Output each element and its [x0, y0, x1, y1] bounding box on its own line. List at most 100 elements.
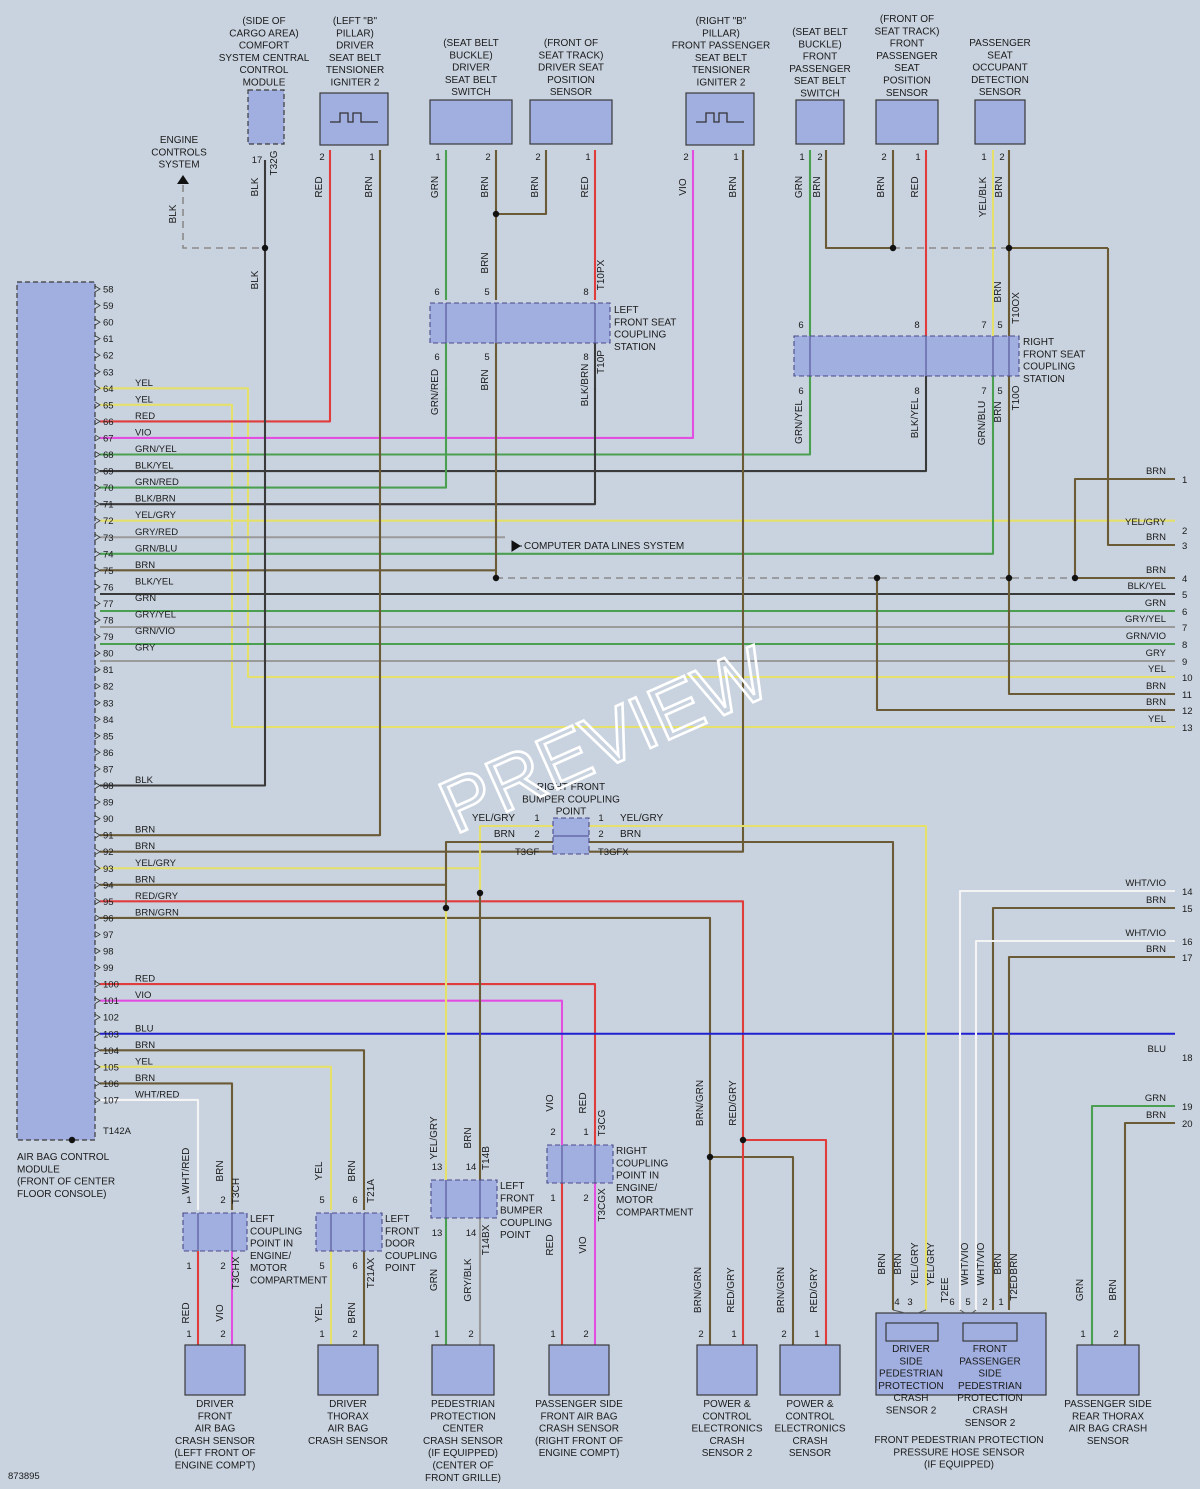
wire-color-label: YEL/GRY	[429, 1116, 440, 1159]
wire-105	[100, 1065, 333, 1210]
pin-number: 91	[103, 831, 114, 842]
pedestrian-center-crash-sensor-label: PROTECTION	[430, 1411, 496, 1422]
wire-color-label: YEL/GRY	[135, 858, 177, 869]
comfort-module-label: MODULE	[243, 78, 286, 89]
passenger-rear-thorax-crash-sensor	[1076, 1344, 1140, 1396]
terminal-number: 7	[1182, 623, 1187, 634]
engine-controls-dashed	[182, 185, 265, 249]
connector-id: T3GFX	[598, 847, 629, 858]
wire	[824, 150, 893, 250]
driver-thorax-crash-sensor-label: THORAX	[327, 1411, 369, 1422]
left-front-bumper-coupling-point-label: POINT	[500, 1230, 531, 1241]
pin-chevron	[94, 583, 101, 591]
pin-number: 87	[103, 764, 114, 775]
pin-chevron	[94, 815, 101, 822]
wire-color-label: GRN/VIO	[1126, 631, 1166, 642]
wire-color-label: BLK	[135, 775, 154, 786]
terminal-number: 19	[1182, 1102, 1193, 1113]
pin-number: 2	[781, 1329, 786, 1340]
passenger-position-label: POSITION	[883, 76, 931, 87]
driver-thorax-crash-sensor-label: AIR BAG	[328, 1424, 369, 1435]
wire-color-label: BRN	[135, 874, 155, 885]
left-engine-coupling-point	[182, 1212, 248, 1252]
pin-number: 5	[484, 352, 489, 363]
passenger-side-sub-label: PROTECTION	[957, 1393, 1023, 1404]
wire-color-label: GRY	[135, 643, 156, 654]
left-front-bumper-coupling-point-label: BUMPER	[500, 1206, 543, 1217]
wire	[1123, 1121, 1175, 1345]
pin-number: 83	[103, 698, 114, 709]
pin-chevron	[94, 1030, 101, 1038]
driver-front-crash-sensor-label: FRONT	[198, 1411, 232, 1422]
arrow-icon	[511, 540, 522, 552]
connector-id: T2EE	[940, 1277, 951, 1302]
wire-color-label: RED/GRY	[135, 891, 179, 902]
terminal-number: 17	[1182, 953, 1193, 964]
driver-position-label: DRIVER SEAT	[538, 63, 604, 74]
pin-chevron	[94, 881, 101, 889]
driver-side-sub-label: SIDE	[899, 1356, 923, 1367]
wire-color-label: BRN	[463, 1127, 474, 1148]
wire-color-label: GRN	[794, 176, 805, 198]
pin-number: 86	[103, 748, 114, 759]
pin-number: 79	[103, 632, 114, 643]
passenger-seat-belt-switch	[795, 99, 845, 145]
right-seat-station-label: STATION	[1023, 374, 1065, 385]
power-control-crash-sensor-label: CONTROL	[786, 1411, 835, 1422]
pin-number: 74	[103, 549, 114, 560]
wire-73	[100, 390, 995, 555]
pin-number: 67	[103, 433, 114, 444]
pin-number: 94	[103, 880, 114, 891]
passenger-position-label: PASSENGER	[876, 51, 938, 62]
pin-chevron	[94, 285, 101, 293]
passenger-switch-label: (SEAT BELT	[792, 27, 848, 38]
pin-number: 1	[550, 1193, 555, 1204]
passenger-rear-thorax-crash-sensor-label: SENSOR	[1087, 1436, 1129, 1447]
wire-color-label: BRN	[135, 825, 155, 836]
wire-color-label: YEL	[1148, 664, 1166, 675]
right-seat-station-label: FRONT SEAT	[1023, 349, 1085, 360]
pin-number: 77	[103, 599, 114, 610]
wire-color-label: BRN	[876, 176, 887, 197]
wire-color-label: BRN	[1146, 532, 1166, 543]
pin-number: 2	[817, 152, 822, 163]
pin-number: 2	[352, 1329, 357, 1340]
wire-color-label: BRN	[812, 176, 823, 197]
pin-number: 6	[352, 1261, 357, 1272]
igniter-symbol-icon	[330, 112, 378, 123]
wire-color-label: BRN/GRN	[695, 1080, 706, 1126]
watermark: PREVIEW	[427, 630, 782, 850]
passenger-tensioner-igniter	[685, 92, 755, 146]
pin-chevron	[94, 567, 101, 574]
wire-color-label: BRN	[480, 252, 491, 273]
driver-front-crash-sensor-label: (LEFT FRONT OF	[174, 1448, 255, 1459]
power-control-crash-sensor-2-label: CRASH	[709, 1436, 744, 1447]
power-control-crash-sensor-2-label: POWER &	[703, 1399, 751, 1410]
wire-color-label: YEL	[1148, 714, 1166, 725]
wire-color-label: BLK	[250, 177, 261, 196]
right-engine-coupling-point-label: COMPARTMENT	[616, 1208, 693, 1219]
power-control-crash-sensor-2-label: SENSOR 2	[702, 1448, 753, 1459]
wire	[1007, 955, 1175, 1310]
wire-color-label: YEL/GRY	[620, 813, 663, 824]
left-engine-coupling-point-label: COUPLING	[250, 1226, 302, 1237]
driver-switch-label: SWITCH	[451, 87, 490, 98]
pin-number: 1	[186, 1195, 191, 1206]
wire	[1090, 1104, 1175, 1345]
driver-seat-position-sensor	[529, 99, 613, 145]
pin-chevron	[94, 782, 101, 789]
wire-color-label: GRN	[135, 593, 156, 604]
pin-chevron	[94, 351, 101, 359]
pin-number: 17	[252, 155, 263, 166]
pin-number: 93	[103, 864, 114, 875]
pin-number: 103	[103, 1029, 119, 1040]
wire-69	[100, 388, 448, 489]
terminal-number: 11	[1182, 690, 1192, 701]
right-bumper-point-label: RIGHT FRONT	[537, 782, 605, 793]
pin-number: 4	[894, 1297, 899, 1308]
pin-number: 8	[914, 386, 919, 397]
igniter-symbol-icon	[696, 112, 744, 123]
driver-switch-label: (SEAT BELT	[443, 38, 499, 49]
left-engine-coupling-point-label: ENGINE/	[250, 1251, 291, 1262]
pin-chevron	[94, 533, 101, 541]
